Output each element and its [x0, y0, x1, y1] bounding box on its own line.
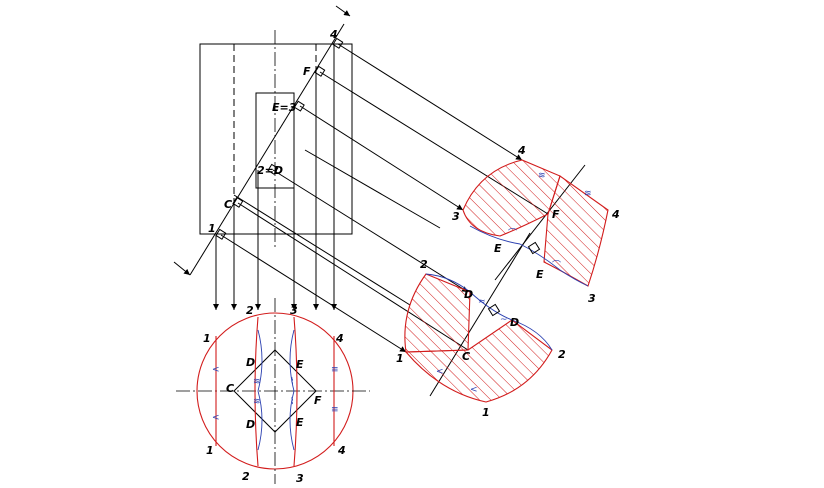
svg-text:<: < [436, 367, 444, 377]
section-upper: ≋ ≋ ⌒ ⌒ [462, 159, 609, 287]
label-up-E2: E [536, 268, 544, 281]
labels: 4 F E=3 2=D C 1 1 1 2 2 3 3 4 4 C F D D … [203, 28, 620, 485]
marker-1 [215, 228, 227, 240]
marker-D [267, 163, 279, 175]
svg-text:⌒: ⌒ [552, 260, 561, 271]
label-circ-C: C [226, 382, 234, 395]
svg-text:≋: ≋ [253, 397, 261, 407]
vertical-projections [213, 44, 337, 310]
section-lower: ≈ ~ < < [404, 232, 553, 403]
label-circ-4b: 4 [337, 444, 346, 457]
marker-C [232, 196, 244, 208]
label-top-E3: E=3 [272, 101, 297, 114]
label-circ-2b: 2 [242, 470, 250, 483]
svg-text:≋: ≋ [584, 189, 592, 199]
label-circ-3a: 3 [290, 304, 298, 317]
label-top-1: 1 [208, 222, 216, 235]
label-circ-3b: 3 [296, 472, 304, 485]
svg-text:≈: ≈ [478, 297, 486, 307]
label-up-3b: 3 [588, 292, 596, 305]
label-up-E: E [494, 242, 502, 255]
label-top-2D: 2=D [257, 164, 283, 177]
svg-text:<: < [212, 365, 220, 375]
label-circ-2a: 2 [246, 304, 254, 317]
label-up-4b: 4 [611, 208, 620, 221]
front-view [199, 30, 353, 250]
svg-text:≋: ≋ [538, 171, 546, 181]
label-top-4: 4 [329, 28, 338, 41]
label-circ-F: F [314, 394, 322, 407]
svg-text:≋: ≋ [253, 377, 261, 387]
label-low-2b: 2 [558, 348, 566, 361]
label-low-1: 1 [396, 352, 404, 365]
svg-text:<: < [470, 385, 478, 395]
section-curve-2 [254, 316, 259, 467]
section-upper-left [462, 159, 561, 237]
svg-text:≡: ≡ [331, 365, 339, 375]
section-curve-3 [293, 316, 298, 467]
svg-text:⌒: ⌒ [508, 228, 517, 239]
label-up-3: 3 [452, 210, 460, 223]
svg-text:<: < [212, 413, 220, 423]
marker-4 [332, 37, 344, 49]
cutting-plane-line [189, 23, 345, 276]
inner-square [233, 349, 317, 433]
label-low-D: D [464, 288, 473, 301]
section-lower-left [404, 273, 471, 353]
label-circ-Db: D [246, 418, 255, 431]
label-circ-1a: 1 [203, 332, 211, 345]
label-low-1b: 1 [482, 406, 490, 419]
svg-text:~: ~ [500, 315, 508, 325]
label-up-F: F [552, 208, 560, 221]
svg-text:⌇: ⌇ [290, 396, 294, 407]
label-low-2: 2 [420, 258, 428, 271]
label-circ-Eb: E [296, 416, 304, 429]
label-top-C: C [224, 198, 232, 211]
svg-text:≡: ≡ [331, 405, 339, 415]
cutting-arrow-bottom [173, 261, 191, 276]
label-circ-4a: 4 [335, 332, 344, 345]
top-view: < < ≡ ≡ ≋ ≋ ⌇ ⌇ [176, 298, 370, 484]
cutting-arrow-top [335, 5, 351, 17]
label-circ-1b: 1 [206, 444, 214, 457]
label-circ-Da: D [246, 356, 255, 369]
label-up-4: 4 [517, 144, 526, 157]
label-low-C: C [462, 350, 470, 363]
label-top-F: F [303, 65, 311, 78]
label-low-D2: D [510, 316, 519, 329]
label-circ-Ea: E [296, 358, 304, 371]
svg-text:⌇: ⌇ [290, 376, 294, 387]
section-lower-right [404, 319, 553, 403]
